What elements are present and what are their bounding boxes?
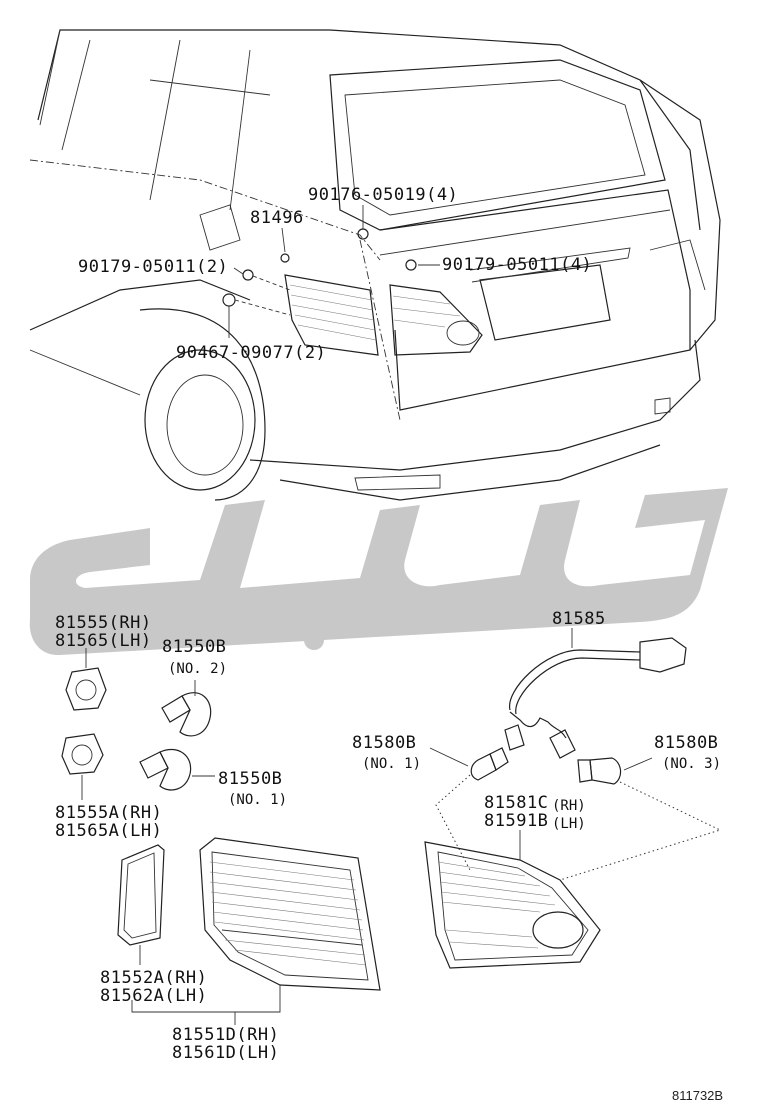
vehicle-rear-illustration: [29, 29, 721, 501]
label-bulb-no3: (NO. 3): [662, 756, 721, 772]
label-bulb-81580b-left: 81580B: [352, 733, 416, 753]
diagram-code: 811732B: [672, 1088, 723, 1103]
label-socket-lh: 81565(LH): [55, 631, 152, 651]
bulb-81580b-right: [577, 757, 653, 785]
bulb-81550b-no1: [139, 748, 215, 791]
label-socket-a-lh: 81565A(LH): [55, 821, 162, 841]
label-socket-a-rh: 81555A(RH): [55, 803, 162, 823]
gasket-81552a: [117, 844, 165, 965]
label-gasket-lh: 81562A(LH): [100, 986, 207, 1006]
label-bulb-no2: (NO. 2): [168, 661, 227, 677]
label-bulb-81550b-top: 81550B: [162, 637, 226, 657]
socket-81555a: [61, 733, 104, 800]
bulb-81580b-left: [429, 747, 509, 781]
label-clip-90176: 90176-05019(4): [308, 185, 458, 205]
label-harness: 81585: [552, 609, 606, 629]
bulb-81550b-no2: [161, 680, 212, 737]
label-bulb-81550b-bottom: 81550B: [218, 769, 282, 789]
leader-bracket: [131, 985, 281, 1013]
label-lamp-inner-lh-code: 81591B: [484, 811, 548, 831]
label-lamp-outer-rh: 81551D(RH): [172, 1025, 279, 1045]
dotted-leader-left: [435, 774, 471, 871]
label-clip-90467: 90467-09077(2): [176, 343, 326, 363]
label-gasket-rh: 81552A(RH): [100, 968, 207, 988]
lamp-outer-81551d: [199, 837, 381, 991]
label-bulb-no1-right: (NO. 1): [362, 756, 421, 772]
label-lamp-inner-rh-side: (RH): [552, 798, 586, 814]
label-clip-90179-lh: 90179-05011(2): [78, 257, 228, 277]
harness-81585: [504, 628, 687, 759]
label-clip-90179-rh: 90179-05011(4): [442, 255, 592, 275]
label-lamp-outer-lh: 81561D(LH): [172, 1043, 279, 1063]
lamp-inner-81581c: [424, 830, 601, 969]
label-part-81496: 81496: [250, 208, 304, 228]
socket-81555: [65, 648, 107, 711]
watermark-logo: [29, 488, 729, 656]
label-bulb-no1-left: (NO. 1): [228, 792, 287, 808]
dotted-leader-right: [559, 781, 722, 881]
label-socket-rh: 81555(RH): [55, 613, 152, 633]
label-bulb-81580b-right: 81580B: [654, 733, 718, 753]
label-lamp-inner-rh-code: 81581C: [484, 793, 548, 813]
label-lamp-inner-lh-side: (LH): [552, 816, 586, 832]
